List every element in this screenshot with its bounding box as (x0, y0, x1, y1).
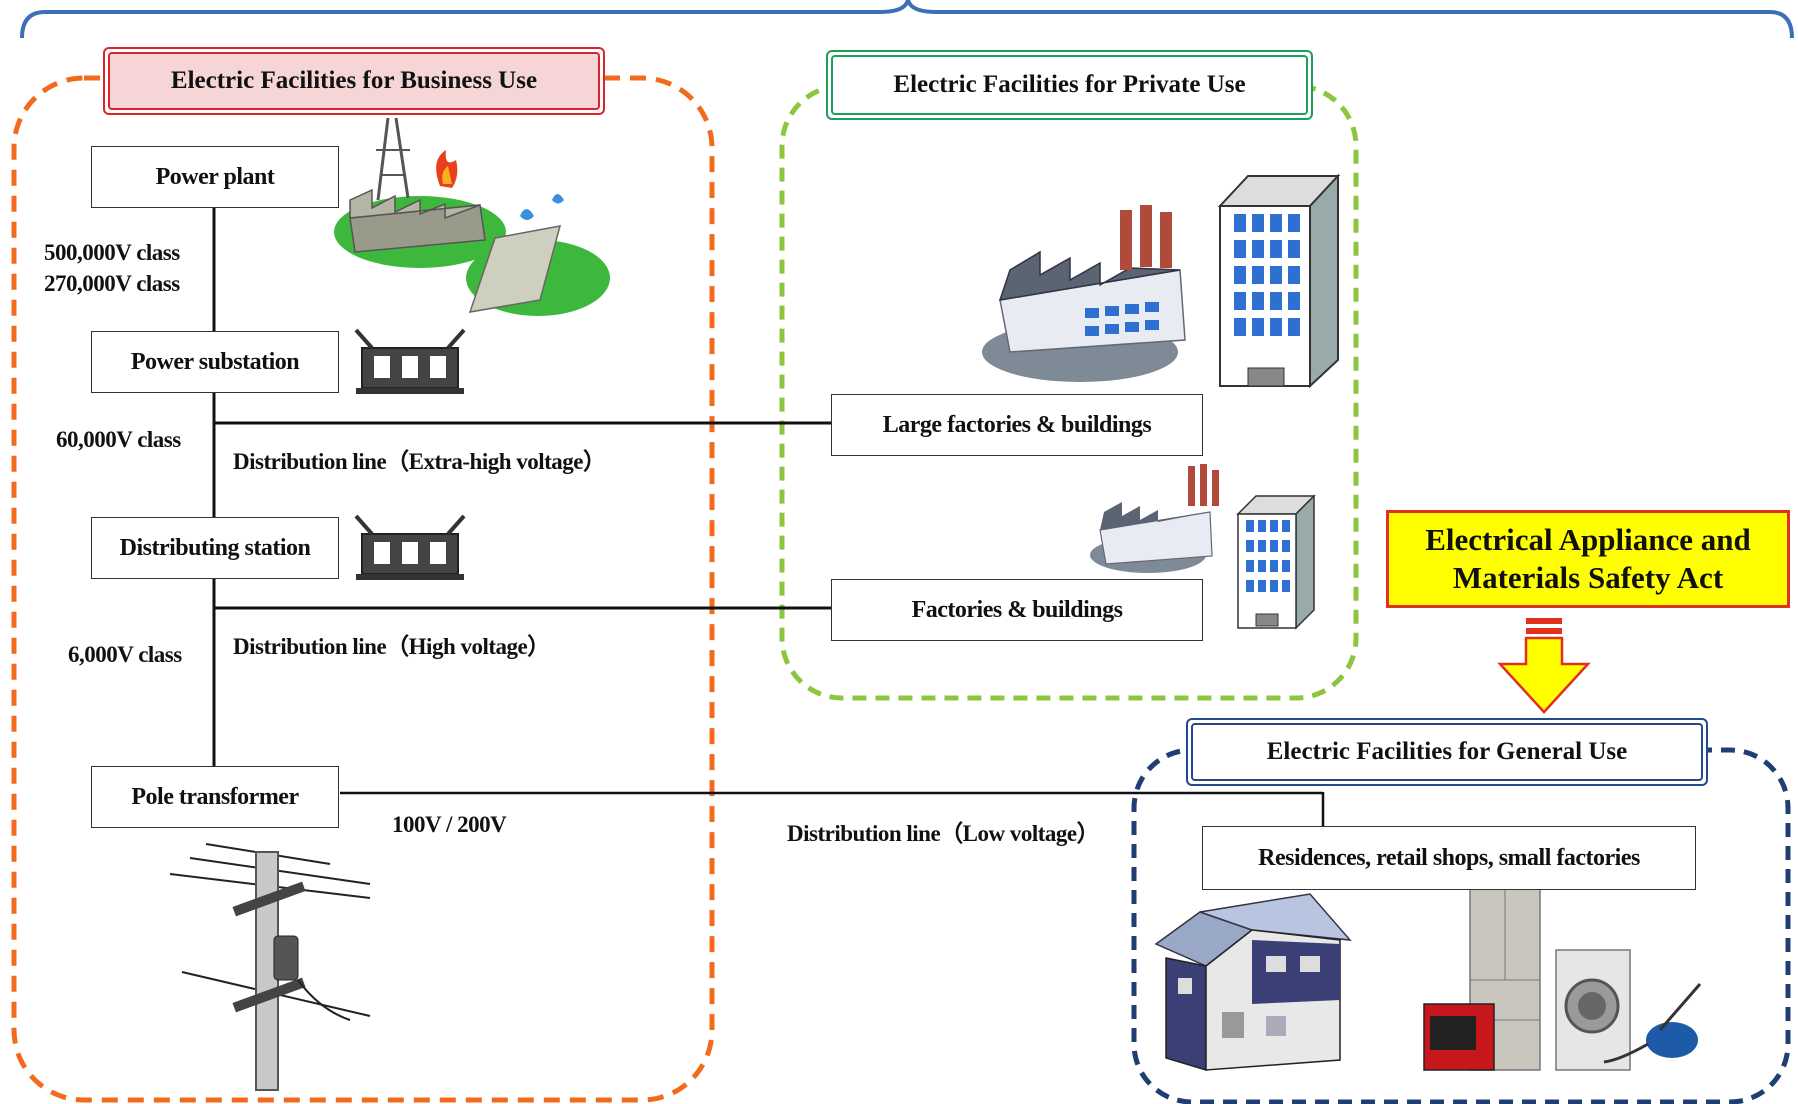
voltage-500k: 500,000V class (44, 240, 180, 265)
appliances-icon (1423, 887, 1702, 1071)
power-plant-icon (334, 117, 610, 316)
voltage-100-200: 100V / 200V (392, 812, 507, 837)
line-label-extra-high: Distribution line（Extra-high voltage） (233, 449, 606, 474)
group-title-business: Electric Facilities for Business Use (103, 47, 605, 115)
node-power-plant: Power plant (91, 146, 339, 208)
house-icon (1154, 893, 1352, 1072)
voltage-270k: 270,000V class (44, 271, 180, 296)
voltage-60k: 60,000V class (56, 427, 181, 452)
small-factory-building-icon (1090, 464, 1316, 630)
voltage-6k: 6,000V class (68, 642, 182, 667)
line-label-high: Distribution line（High voltage） (233, 634, 550, 659)
down-arrow-icon (1497, 618, 1591, 714)
node-large-factories: Large factories & buildings (831, 394, 1203, 456)
distributing-station-icon (354, 514, 466, 580)
utility-pole-icon (169, 843, 371, 1091)
act-line-1: Electrical Appliance and (1425, 522, 1751, 557)
act-line-2: Materials Safety Act (1452, 560, 1724, 595)
node-distributing-station: Distributing station (91, 517, 339, 579)
private-region (779, 83, 1359, 701)
general-region (1131, 747, 1791, 1104)
line-label-low: Distribution line（Low voltage） (787, 821, 1100, 846)
substation-icon (354, 328, 466, 394)
node-pole-transformer: Pole transformer (91, 766, 339, 828)
top-brace (20, 0, 1794, 39)
node-residences: Residences, retail shops, small factorie… (1202, 826, 1696, 890)
node-power-substation: Power substation (91, 331, 339, 393)
node-factories: Factories & buildings (831, 579, 1203, 641)
group-title-private: Electric Facilities for Private Use (826, 50, 1313, 120)
factory-building-icon (982, 173, 1341, 389)
appliance-safety-act-box: Electrical Appliance and Materials Safet… (1386, 510, 1790, 608)
business-region (11, 75, 715, 1103)
group-title-general: Electric Facilities for General Use (1186, 718, 1708, 786)
